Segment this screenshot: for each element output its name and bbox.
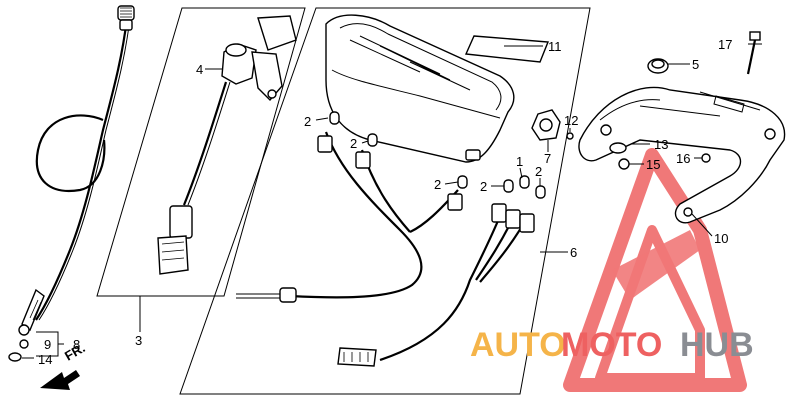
bolt: [746, 31, 761, 75]
meter-case: [325, 14, 550, 163]
callout-17: 17: [718, 37, 732, 52]
callout-11: 11: [548, 39, 562, 54]
meter-panel-frame: [179, 7, 591, 395]
callout-15: 15: [646, 157, 660, 172]
callout-2-right: 2: [480, 179, 487, 194]
grommet: [647, 58, 669, 74]
watermark-hub: HUB: [680, 326, 754, 364]
nut-right: [701, 153, 711, 163]
callout-8: 8: [73, 337, 80, 352]
washer: [609, 142, 627, 154]
leader-lines: [22, 43, 762, 359]
callout-3: 3: [135, 333, 142, 348]
callout-2-mid: 2: [434, 177, 441, 192]
callout-12: 12: [564, 113, 578, 128]
bulbs: [329, 111, 546, 199]
callout-2-left-mid: 2: [350, 136, 357, 151]
nut: [618, 158, 630, 170]
switch-panel-frame: [96, 7, 306, 297]
callout-1: 1: [516, 154, 523, 169]
screw: [566, 132, 574, 140]
odometer-reset-knob: [531, 109, 561, 141]
callout-2-left-top: 2: [304, 114, 311, 129]
callout-2-far-right: 2: [535, 164, 542, 179]
ignition-switch: [157, 15, 297, 275]
callout-14: 14: [38, 352, 52, 367]
callout-13: 13: [654, 137, 668, 152]
callout-4: 4: [196, 62, 203, 77]
callout-5: 5: [692, 57, 699, 72]
watermark-moto: MOTO: [561, 326, 662, 364]
meter-bracket: [578, 86, 786, 224]
watermark-auto: AUTO: [470, 326, 566, 364]
watermark-logo: [563, 148, 747, 392]
watermark-text: AUTO MOTO HUB: [470, 326, 754, 364]
callout-7: 7: [544, 151, 551, 166]
wire-harness: [236, 131, 535, 367]
callout-16: 16: [676, 151, 690, 166]
callout-6: 6: [570, 245, 577, 260]
callout-10: 10: [714, 231, 728, 246]
callout-labels: 1 2 2 2 2 2 3 4 5 6 7 8 9 10 11 12 13 14…: [38, 37, 732, 367]
callout-9: 9: [44, 337, 51, 352]
speedometer-cable: [8, 5, 135, 362]
